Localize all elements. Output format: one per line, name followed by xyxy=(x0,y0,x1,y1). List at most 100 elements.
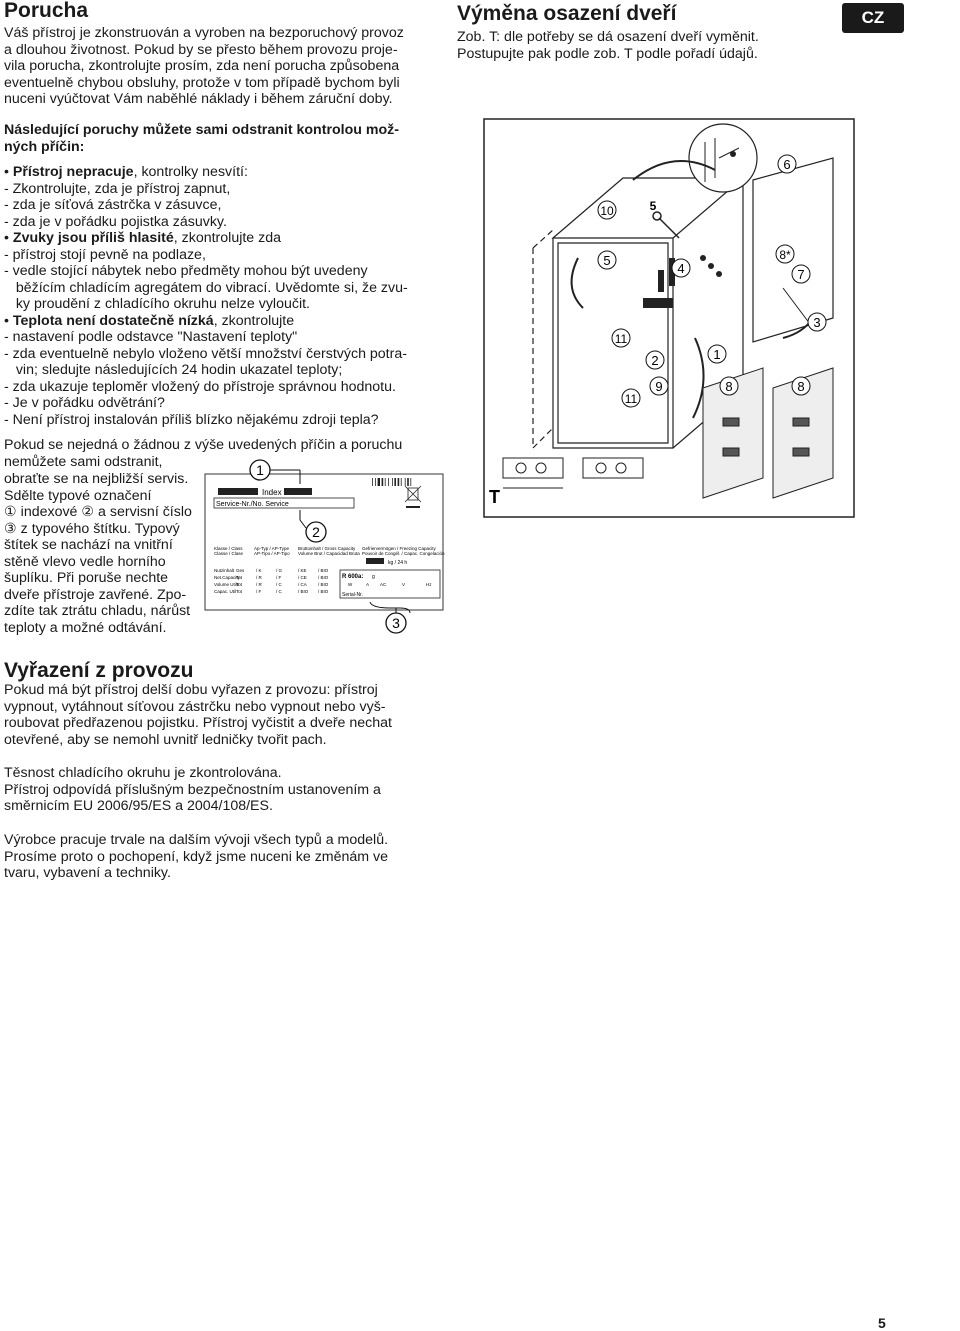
callout-label: 4 xyxy=(677,261,684,276)
service-box xyxy=(213,497,355,509)
hinge-detail-inset xyxy=(688,123,758,193)
class-label: Klasse / Class xyxy=(214,546,243,551)
gross-label: Bruttoinhalt / Gross Capacity xyxy=(298,546,356,551)
wrench-icon xyxy=(652,211,680,239)
intro-line: eventuelně chybou obsluhy, protože v tom… xyxy=(4,74,400,91)
callout-label: 8 xyxy=(797,379,804,394)
sub-item: - zda je v pořádku pojistka zásuvky. xyxy=(4,213,227,230)
screws xyxy=(643,255,722,308)
diagram-callout: 1 xyxy=(707,344,727,364)
tesnost-line: Přístroj odpovídá příslušným bezpečnostn… xyxy=(4,781,381,798)
vyrobce-line: Prosíme proto o pochopení, když jsme nuc… xyxy=(4,848,389,865)
intro-line: Váš přístroj je zkonstruován a vyroben n… xyxy=(4,25,404,41)
gross-label-2: Volume Brut / Capacidad Bruta xyxy=(298,551,360,556)
service-paragraph: Pokud se nejedná o žádnou z výše uvedený… xyxy=(4,437,444,470)
door-reversal-text: Zob. T: dle potřeby se dá osazení dveří … xyxy=(457,29,857,62)
service-line: ① indexové ② a servisní číslo xyxy=(4,504,192,520)
tesnost-paragraph: Těsnost chladícího okruhu je zkontrolová… xyxy=(4,765,444,815)
table-cell: / KE xyxy=(298,568,307,573)
callout-label: 3 xyxy=(392,615,400,631)
table-cell: Nutzinhalt xyxy=(214,568,235,573)
callout-label: 11 xyxy=(615,332,628,346)
callout-label: 8 xyxy=(725,379,732,394)
table-cell: / K xyxy=(256,568,262,573)
diagram-callout: 6 xyxy=(777,154,797,174)
intro-line: a dlouhou životnost. Pokud by se přesto … xyxy=(4,41,398,58)
electrical-unit: A xyxy=(366,582,369,587)
barcode-bar xyxy=(388,478,389,486)
callout-label: 2 xyxy=(312,524,320,540)
barcode-bar xyxy=(394,478,396,486)
callout-label: 1 xyxy=(256,462,264,478)
index-label: Index xyxy=(262,488,282,497)
freeze-value-bar xyxy=(366,558,384,564)
sub-item: - Zkontrolujte, zda je přístroj zapnut, xyxy=(4,180,231,197)
barcode-bar xyxy=(407,478,409,486)
door-line: Zob. T: dle potřeby se dá osazení dveří … xyxy=(457,29,759,45)
service-line: zdíte tak ztrátu chladu, nárůst xyxy=(4,603,191,619)
vyrazeni-line: otevřené, aby se nemohl uvnitř ledničky … xyxy=(4,731,327,748)
callout-label: 3 xyxy=(813,315,820,330)
rating-plate-callout-1: 1 xyxy=(249,459,301,484)
figure-label-T: T xyxy=(489,487,500,507)
callout-label: 6 xyxy=(783,157,790,172)
callout-label: 9 xyxy=(655,379,662,394)
list-heading-line: ných příčin: xyxy=(4,138,85,155)
section-title-porucha: Porucha xyxy=(4,0,89,22)
porucha-intro: Váš přístroj je zkonstruován a vyroben n… xyxy=(4,25,444,108)
barcode-bar xyxy=(377,478,380,486)
page-number: 5 xyxy=(878,1315,886,1331)
barcode-bar xyxy=(375,478,376,486)
vyrobce-line: tvaru, vybavení a techniky. xyxy=(4,865,171,881)
diagram-callout: 8* xyxy=(775,244,795,264)
callout-label: 2 xyxy=(651,353,658,368)
table-cell: / C xyxy=(276,589,283,594)
foot-detail xyxy=(502,457,644,489)
bullet-bold: Zvuky jsou příliš hlasité xyxy=(12,230,174,246)
table-cell: / F xyxy=(256,589,262,594)
rating-plate-border xyxy=(204,473,444,611)
table-cell: / BIO xyxy=(318,582,329,587)
electrical-box xyxy=(339,569,441,599)
freeze-label: Gefriervermögen / Freezing Capacity xyxy=(362,546,437,551)
callout-label: 10 xyxy=(600,204,614,218)
hinge-bracket-group xyxy=(702,367,834,499)
table-cell: / BIO xyxy=(298,589,309,594)
sub-item: - nastavení podle odstavce "Nastavení te… xyxy=(4,329,298,345)
sub-item: - vedle stojící nábytek nebo předměty mo… xyxy=(4,263,368,279)
barcode-bar xyxy=(381,478,384,486)
barcode-bar xyxy=(372,478,373,486)
type-label-2: AP-Tipo / AP-Tipo xyxy=(254,551,290,556)
table-cell: Capac. Util xyxy=(214,589,236,594)
service-line: štítek se nachází na vnitřní xyxy=(4,537,173,553)
weee-bin-icon xyxy=(404,485,422,508)
serial-label: Serial-Nr. xyxy=(342,592,363,598)
table-cell: / CA xyxy=(298,582,307,587)
tesnost-line: Těsnost chladícího okruhu je zkontrolová… xyxy=(4,765,282,781)
bullet-rest: , kontrolky nesvítí: xyxy=(133,164,248,180)
door-line: Postupujte pak podle zob. T podle pořadí… xyxy=(457,45,758,62)
diagram-callout: 2 xyxy=(645,350,665,370)
section-title-door-reversal: Výměna osazení dveří xyxy=(457,2,677,25)
electrical-unit: Hz xyxy=(426,582,432,587)
intro-line: vila porucha, zkontrolujte prosím, zda n… xyxy=(4,58,400,74)
tesnost-line: směrnicím EU 2006/95/ES a 2004/108/ES. xyxy=(4,798,273,814)
diagram-callout: 4 xyxy=(671,258,691,278)
sub-item: - Není přístroj instalován příliš blízko… xyxy=(4,411,379,428)
kg24h-label: kg / 24 h xyxy=(388,560,407,566)
service-line: Pokud se nejedná o žádnou z výše uvedený… xyxy=(4,437,403,453)
bullet-rest: , zkontrolujte zda xyxy=(173,230,282,246)
barcode-bar xyxy=(404,478,406,486)
vyrazeni-paragraph: Pokud má být přístroj delší dobu vyřazen… xyxy=(4,682,444,748)
table-cell: Tot xyxy=(236,582,243,587)
service-line: stěně vlevo vedle horního xyxy=(4,553,166,570)
service-line: šuplíku. Při poruše nechte xyxy=(4,570,169,586)
bullet-bold: Přístroj nepracuje xyxy=(12,164,134,180)
callout-label: 8* xyxy=(779,248,791,262)
intro-line: nuceni vyúčtovat Vám naběhlé náklady i b… xyxy=(4,91,393,107)
bullet-rest: , zkontrolujte xyxy=(213,312,295,329)
service-paragraph-narrow: obraťte se na nejbližší servis. Sdělte t… xyxy=(4,471,204,636)
table-cell: Ges xyxy=(236,568,245,573)
barcode-bar xyxy=(392,478,393,486)
index-value xyxy=(284,488,312,495)
